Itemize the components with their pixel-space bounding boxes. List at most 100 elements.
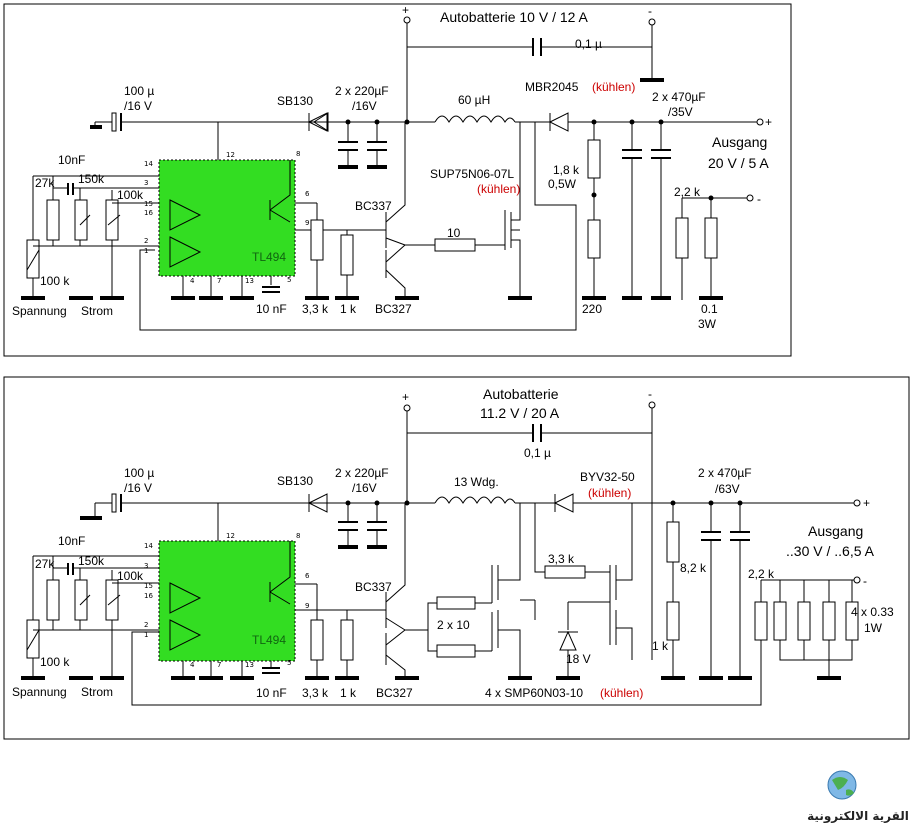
label-strom: Strom — [81, 304, 113, 318]
svg-text:13: 13 — [245, 661, 254, 669]
svg-text:12: 12 — [226, 532, 235, 540]
svg-text:Strom: Strom — [81, 685, 113, 699]
svg-text:2 x 10: 2 x 10 — [437, 618, 470, 632]
mosfet-cool: (kühlen) — [477, 182, 520, 196]
battery-label-2: Autobatterie — [483, 386, 559, 402]
battery-minus-terminal-2 — [648, 401, 656, 409]
logo-text: القرية الالكترونية — [807, 809, 909, 824]
out-caps-value: 2 x 470µF — [652, 90, 706, 104]
svg-text:100 k: 100 k — [40, 655, 70, 669]
svg-text:14: 14 — [144, 542, 153, 550]
res-150k-label: 150k — [78, 172, 105, 186]
svg-text:Spannung: Spannung — [12, 685, 67, 699]
cap-10nf-bottom: 10 nF — [256, 302, 287, 316]
input-cap-voltage: /16 V — [124, 99, 152, 113]
svg-text:3,3 k: 3,3 k — [302, 686, 329, 700]
svg-text:18 V: 18 V — [566, 652, 591, 666]
svg-text:(kühlen): (kühlen) — [600, 686, 643, 700]
divider-bottom-label: 220 — [582, 302, 602, 316]
svg-text:Ausgang: Ausgang — [808, 523, 863, 539]
circuit-2: + - Autobatterie 11.2 V / 20 A 0,1 µ 100… — [3, 376, 910, 740]
diode-out-cool: (kühlen) — [592, 80, 635, 94]
mid-caps-voltage: /16V — [352, 99, 377, 113]
sense-res-label: 2,2 k — [674, 185, 701, 199]
svg-text:2: 2 — [144, 237, 148, 245]
svg-text:10 nF: 10 nF — [256, 686, 287, 700]
divider-top-label: 1,8 k — [553, 163, 580, 177]
battery-minus-terminal — [648, 18, 656, 26]
mid-caps-value: 2 x 220µF — [335, 84, 389, 98]
svg-text:14: 14 — [144, 160, 153, 168]
svg-text:BC337: BC337 — [355, 580, 392, 594]
svg-text:1 k: 1 k — [652, 639, 669, 653]
res-3k3-label: 3,3 k — [302, 302, 329, 316]
svg-text:7: 7 — [217, 661, 221, 669]
svg-text:5: 5 — [287, 276, 291, 284]
svg-text:BYV32-50: BYV32-50 — [580, 470, 635, 484]
svg-text:/16V: /16V — [352, 481, 377, 495]
circuit-2-frame — [3, 376, 910, 740]
output-rating: 20 V / 5 A — [708, 155, 769, 171]
globe-logo-icon — [827, 770, 857, 800]
svg-text:1W: 1W — [864, 621, 883, 635]
svg-text:(kühlen): (kühlen) — [588, 486, 631, 500]
svg-text:2 x 470µF: 2 x 470µF — [698, 466, 752, 480]
svg-text:3,3 k: 3,3 k — [548, 552, 575, 566]
svg-text:4 x 0.33: 4 x 0.33 — [851, 605, 894, 619]
shunt-power: 3W — [698, 317, 717, 331]
svg-text:13 Wdg.: 13 Wdg. — [454, 475, 499, 489]
svg-text:12: 12 — [226, 151, 235, 159]
svg-text:27k: 27k — [35, 557, 55, 571]
svg-text:13: 13 — [245, 277, 254, 285]
svg-text:3: 3 — [144, 179, 148, 187]
svg-text:TL494: TL494 — [252, 633, 286, 647]
svg-text:+: + — [765, 115, 772, 129]
inductor-label: 60 µH — [458, 93, 490, 107]
svg-text:/16 V: /16 V — [124, 481, 152, 495]
svg-text:10nF: 10nF — [58, 534, 85, 548]
bridge-cap-label: 0,1 µ — [575, 37, 602, 51]
circuit-1: + - Autobatterie 10 V / 12 A 0,1 µ 100 µ… — [3, 3, 792, 357]
svg-text:+: + — [863, 496, 870, 510]
out-caps-voltage: /35V — [668, 105, 693, 119]
battery-label: Autobatterie 10 V / 12 A — [440, 9, 589, 25]
svg-text:6: 6 — [305, 190, 310, 198]
svg-text:+: + — [402, 390, 409, 404]
svg-text:-: - — [648, 387, 652, 401]
svg-text:1: 1 — [144, 631, 148, 639]
diode-sb130-label: SB130 — [277, 94, 313, 108]
svg-text:2 x 220µF: 2 x 220µF — [335, 466, 389, 480]
chip-name: TL494 — [252, 250, 286, 264]
svg-text:1 k: 1 k — [340, 686, 357, 700]
svg-text:1: 1 — [144, 247, 148, 255]
svg-text:100 µ: 100 µ — [124, 466, 154, 480]
svg-text:7: 7 — [217, 277, 221, 285]
svg-text:15: 15 — [144, 582, 153, 590]
divider-top-power: 0,5W — [548, 177, 577, 191]
svg-text:3: 3 — [144, 562, 148, 570]
cap-10nf-top: 10nF — [58, 153, 85, 167]
svg-text:-: - — [757, 192, 761, 206]
svg-text:8: 8 — [296, 532, 300, 540]
tl494-chip-2 — [158, 540, 296, 662]
svg-text:0,1 µ: 0,1 µ — [524, 446, 551, 460]
battery-plus-terminal — [403, 16, 411, 24]
svg-text:4: 4 — [190, 661, 195, 669]
res-1k-label: 1 k — [340, 302, 357, 316]
pot-100k-label: 100 k — [40, 274, 70, 288]
mosfet-label: SUP75N06-07L — [430, 167, 514, 181]
svg-text:9: 9 — [305, 602, 309, 610]
svg-text:15: 15 — [144, 200, 153, 208]
svg-text:2: 2 — [144, 621, 148, 629]
svg-text:100k: 100k — [117, 569, 144, 583]
input-cap-value: 100 µ — [124, 84, 154, 98]
svg-text:16: 16 — [144, 209, 153, 217]
battery-minus-label: - — [648, 4, 652, 18]
svg-text:2,2 k: 2,2 k — [748, 567, 775, 581]
svg-text:SB130: SB130 — [277, 474, 313, 488]
gate-res-label: 10 — [447, 226, 461, 240]
svg-text:150k: 150k — [78, 554, 105, 568]
svg-text:4: 4 — [190, 277, 195, 285]
battery-rating-2: 11.2 V / 20 A — [480, 405, 560, 421]
